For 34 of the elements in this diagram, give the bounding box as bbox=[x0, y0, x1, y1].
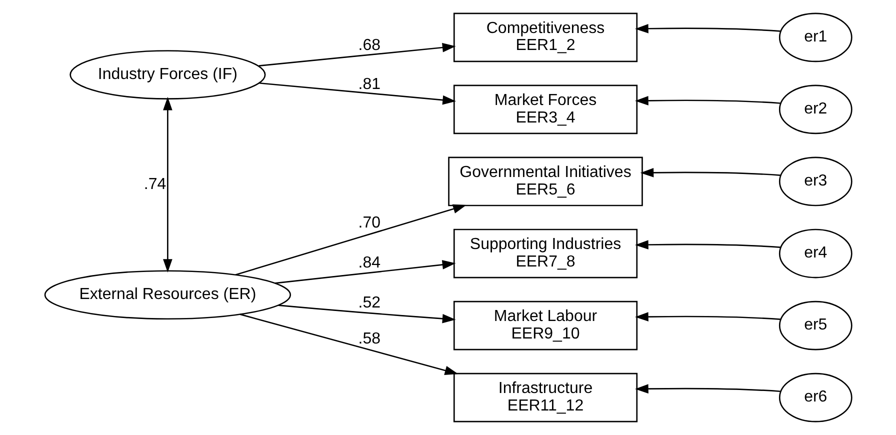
arrow bbox=[640, 168, 780, 178]
arrow bbox=[239, 314, 458, 376]
node-box: Infrastructure EER11_12 bbox=[452, 372, 638, 422]
node-ellipse: er4 bbox=[778, 228, 852, 278]
arrow bbox=[634, 96, 780, 106]
edge-label: .68 bbox=[358, 37, 380, 54]
node-ellipse: er1 bbox=[778, 12, 852, 62]
arrow bbox=[274, 260, 456, 284]
node-ellipse: External Resources (ER) bbox=[44, 270, 291, 320]
node-box: Governmental Initiatives EER5_6 bbox=[448, 156, 642, 206]
node-ellipse: Industry Forces (IF) bbox=[69, 50, 266, 100]
edge-label: .52 bbox=[358, 294, 380, 312]
edge-label: .74 bbox=[143, 176, 166, 193]
node-box: Competitiveness EER1_2 bbox=[452, 12, 638, 62]
node-ellipse: er5 bbox=[778, 300, 852, 350]
edge-label: .81 bbox=[358, 76, 380, 93]
arrow bbox=[634, 312, 780, 322]
arrow bbox=[634, 240, 780, 250]
edge-label: .70 bbox=[358, 214, 380, 232]
arrow bbox=[162, 96, 172, 272]
node-ellipse: er3 bbox=[778, 156, 852, 206]
arrow bbox=[634, 24, 780, 34]
node-ellipse: er2 bbox=[778, 84, 852, 134]
node-ellipse: er6 bbox=[778, 372, 852, 422]
arrow bbox=[278, 304, 456, 324]
node-box: Supporting Industries EER7_8 bbox=[452, 228, 638, 278]
arrow bbox=[258, 82, 456, 105]
node-box: Market Forces EER3_4 bbox=[452, 84, 638, 134]
arrow bbox=[634, 384, 780, 394]
node-box: Market Labour EER9_10 bbox=[452, 300, 638, 350]
edge-label: .84 bbox=[358, 254, 380, 272]
arrow bbox=[234, 204, 466, 276]
arrow bbox=[258, 42, 456, 66]
edge-label: .58 bbox=[358, 330, 380, 348]
